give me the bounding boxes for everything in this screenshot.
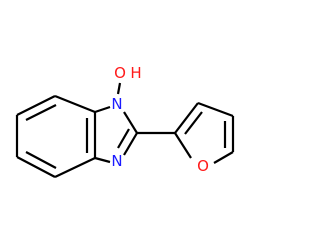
hydroxyl-oxygen-label: O xyxy=(114,64,126,82)
bond-o-c2prime xyxy=(174,132,192,159)
molecule-svg: O H N N O xyxy=(15,64,235,178)
bond-c2prime-c3prime xyxy=(174,102,199,134)
bond-c7a-n1 xyxy=(94,105,111,114)
bond-n3-c3a xyxy=(94,156,111,164)
bond-c7a-c7 xyxy=(54,94,96,114)
n3-label: N xyxy=(111,152,122,170)
bond-c7-c6 xyxy=(16,95,56,116)
hydroxyl-hydrogen-label: H xyxy=(130,64,141,82)
bond-c2-n3 xyxy=(123,132,138,156)
furan-oxygen-label: O xyxy=(197,157,209,175)
bond-c5prime-o xyxy=(213,151,234,164)
bond-c5-c4 xyxy=(16,156,56,178)
bond-c5-c4-inner xyxy=(25,151,57,169)
bond-c4-c3a xyxy=(54,157,96,178)
bond-layer xyxy=(15,82,235,178)
bond-n1-o xyxy=(116,82,122,95)
structure-diagram: O H N N O xyxy=(15,64,235,178)
atom-label-layer: O H N N O xyxy=(111,64,209,175)
bond-n1-c2 xyxy=(123,111,138,134)
bond-c3prime-c4prime xyxy=(197,101,234,118)
n1-label: N xyxy=(111,95,122,113)
bond-c7-c6-inner xyxy=(25,104,57,121)
bond-c2-n3-double xyxy=(117,128,130,149)
bond-c2prime-c3prime-inner xyxy=(184,111,203,135)
